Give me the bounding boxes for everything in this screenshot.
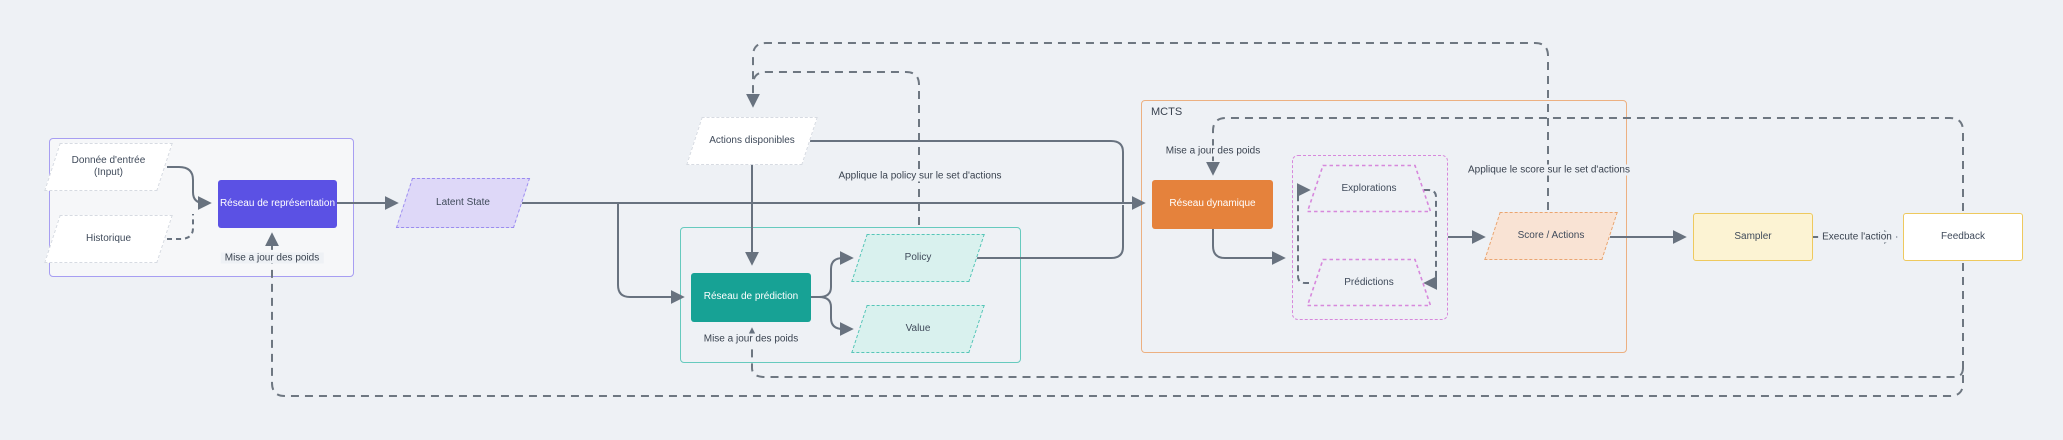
edge-policy-to-dynamics xyxy=(976,205,1124,259)
predictions-node-shape xyxy=(1306,258,1432,307)
feedback-node-label: Feedback xyxy=(1941,230,1985,242)
sampler-node-label: Sampler xyxy=(1734,230,1772,242)
representation-node[interactable]: Réseau de représentation xyxy=(218,180,337,228)
policy-node[interactable]: Policy xyxy=(851,234,985,282)
mcts-group-label: MCTS xyxy=(1151,106,1183,118)
update-weights-label-prediction: Mise a jour des poids xyxy=(699,333,803,345)
update-weights-label-dynamics: Mise a jour des poids xyxy=(1161,145,1265,157)
search-loop-group[interactable] xyxy=(1292,155,1448,320)
history-node[interactable]: Historique xyxy=(44,215,173,263)
edge-prediction-to-value xyxy=(811,296,854,336)
available-actions-node[interactable]: Actions disponibles xyxy=(686,117,818,165)
edge-history-to-representation xyxy=(167,214,194,240)
input-node[interactable]: Donnée d'entrée(Input) xyxy=(44,143,173,191)
sampler-node[interactable]: Sampler xyxy=(1693,213,1813,261)
edge-predictions-to-explorations xyxy=(1296,183,1311,284)
apply-score-label: Applique le score sur le set d'actions xyxy=(1464,164,1634,176)
explorations-node[interactable]: Explorations xyxy=(1306,164,1432,213)
input-node-label: Donnée d'entrée(Input) xyxy=(71,154,146,179)
edge-feedback-to-representation-weights xyxy=(265,232,1964,397)
edge-dynamics-to-search-loop xyxy=(1212,229,1286,265)
apply-policy-label: Applique la policy sur le set d'actions xyxy=(834,170,1006,182)
feedback-node[interactable]: Feedback xyxy=(1903,213,2023,261)
available-actions-node-label: Actions disponibles xyxy=(709,134,795,146)
execute-action-label: Execute l'action xyxy=(1818,231,1896,243)
update-weights-label-representation: Mise a jour des poids xyxy=(220,252,324,264)
representation-node-label: Réseau de représentation xyxy=(219,197,336,209)
latent-state-node[interactable]: Latent State xyxy=(395,178,531,228)
mcts-group[interactable]: MCTS xyxy=(1141,100,1627,353)
history-node-label: Historique xyxy=(85,232,132,244)
prediction-node-label: Réseau de prédiction xyxy=(703,291,799,303)
dynamics-node[interactable]: Réseau dynamique xyxy=(1152,180,1273,229)
score-actions-node[interactable]: Score / Actions xyxy=(1484,212,1618,260)
policy-node-label: Policy xyxy=(904,251,932,263)
edge-actions-to-dynamics xyxy=(810,140,1124,203)
edge-latent-branch-to-prediction xyxy=(617,203,685,304)
explorations-node-shape xyxy=(1306,164,1432,213)
prediction-node[interactable]: Réseau de prédiction xyxy=(691,273,811,322)
edge-prediction-to-policy xyxy=(811,251,854,298)
edge-input-to-representation xyxy=(167,166,212,210)
edge-feedback-to-dynamics-weights xyxy=(1206,117,1964,211)
value-node[interactable]: Value xyxy=(851,305,985,353)
edge-score-feedback-to-actions xyxy=(746,42,1549,210)
score-actions-node-label: Score / Actions xyxy=(1517,229,1585,241)
edge-explorations-to-predictions xyxy=(1423,189,1438,290)
latent-state-node-label: Latent State xyxy=(436,196,490,208)
explorations-node-label: Explorations xyxy=(1341,183,1397,194)
edge-policy-feedback-to-actions xyxy=(752,71,920,225)
edge-feedback-to-prediction-weights xyxy=(745,327,1964,378)
predictions-node[interactable]: Prédictions xyxy=(1306,258,1432,307)
predictions-node-label: Prédictions xyxy=(1344,277,1394,288)
dynamics-node-label: Réseau dynamique xyxy=(1169,198,1256,210)
value-node-label: Value xyxy=(905,322,931,334)
